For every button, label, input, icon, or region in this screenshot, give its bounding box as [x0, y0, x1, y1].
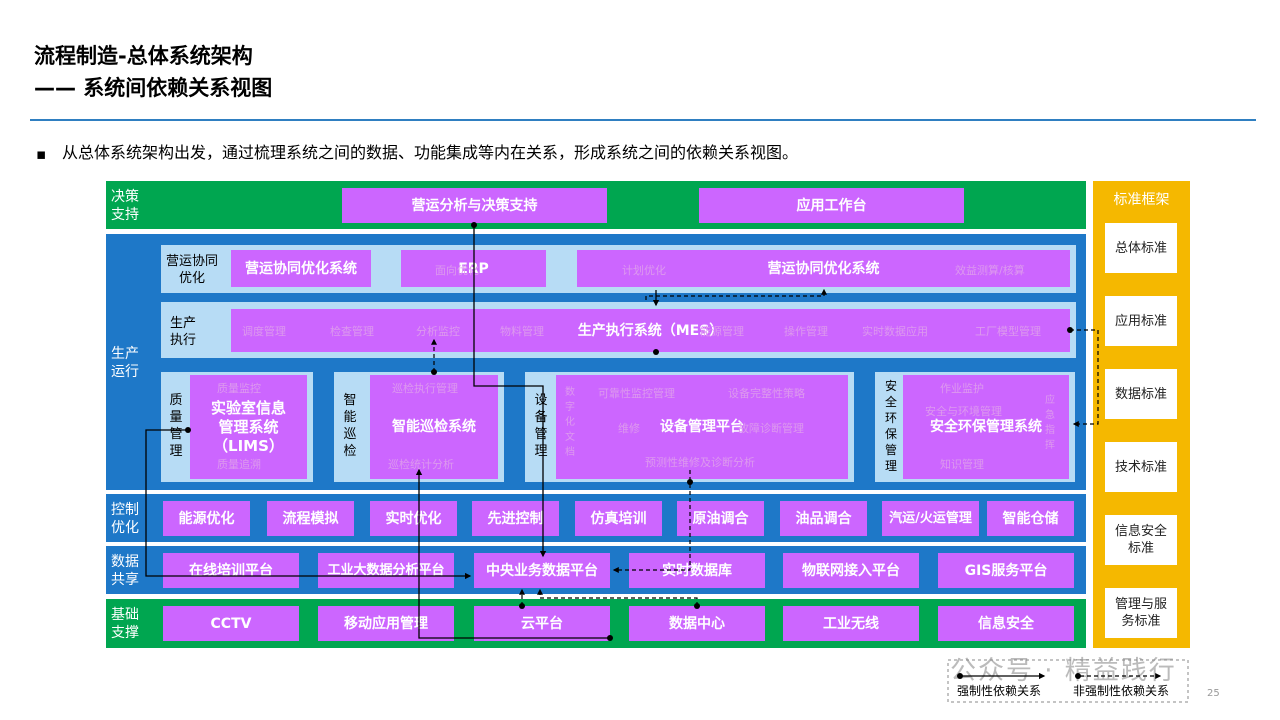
patrol-ghost: 巡检统计分析: [388, 458, 454, 471]
control-box[interactable]: 仿真培训: [575, 501, 662, 536]
exec-ghost: 能源管理: [700, 325, 744, 338]
equipment-label: 设 备 管 理: [534, 393, 548, 459]
safety-ghost: 知识管理: [940, 458, 984, 471]
standard-item[interactable]: 总体标准: [1105, 223, 1177, 273]
decision-box-2[interactable]: 应用工作台: [699, 188, 964, 223]
infra-box[interactable]: 移动应用管理: [318, 606, 454, 641]
decision-box-1[interactable]: 营运分析与决策支持: [342, 188, 607, 223]
control-label: 控制 优化: [111, 502, 139, 536]
safety-box[interactable]: 安全环保管理系统: [903, 375, 1069, 479]
safety-ghost: 作业监护: [940, 382, 984, 395]
safety-label: 安 全 环 保 管 理: [884, 379, 897, 473]
control-box[interactable]: 能源优化: [163, 501, 250, 536]
coop-ghost-right: 效益测算/核算: [955, 264, 1025, 277]
standard-item[interactable]: 信息安全 标准: [1105, 515, 1177, 565]
coop-box-1[interactable]: 营运协同优化系统: [231, 250, 371, 287]
equipment-ghost: 故障诊断管理: [738, 422, 804, 435]
standard-item[interactable]: 应用标准: [1105, 296, 1177, 346]
standard-item[interactable]: 管理与服 务标准: [1105, 588, 1177, 638]
safety-ghost: 安全与环境管理: [925, 405, 1002, 418]
infra-box[interactable]: 云平台: [474, 606, 610, 641]
erp-ghost: 面向优化: [435, 264, 479, 277]
infra-box[interactable]: 数据中心: [629, 606, 765, 641]
infra-box[interactable]: CCTV: [163, 606, 299, 641]
quality-ghost: 质量追溯: [217, 458, 261, 471]
standards-label: 标准框架: [1113, 192, 1170, 208]
datashare-box[interactable]: 实时数据库: [629, 553, 765, 588]
intro-text: 从总体系统架构出发，通过梳理系统之间的数据、功能集成等内在关系，形成系统之间的依…: [62, 143, 799, 162]
datashare-box[interactable]: 中央业务数据平台: [474, 553, 610, 588]
patrol-ghost: 巡检执行管理: [392, 382, 458, 395]
mes-box[interactable]: 生产执行系统（MES）: [231, 309, 1070, 352]
coop-ghost-left: 计划优化: [622, 264, 666, 277]
datashare-box[interactable]: 工业大数据分析平台: [318, 553, 454, 588]
exec-label: 生产 执行: [169, 316, 196, 348]
equipment-ghost: 设备完整性策略: [728, 387, 805, 400]
control-box[interactable]: 流程模拟: [267, 501, 354, 536]
standard-item[interactable]: 技术标准: [1105, 442, 1177, 492]
equipment-ghost: 可靠性监控管理: [598, 387, 675, 400]
control-box[interactable]: 实时优化: [370, 501, 457, 536]
standard-item[interactable]: 数据标准: [1105, 369, 1177, 419]
exec-ghost: 物料管理: [500, 325, 544, 338]
decision-label: 决策 支持: [111, 189, 139, 223]
page-subtitle: —— 系统间依赖关系视图: [34, 76, 273, 100]
bullet-icon: ▪: [36, 145, 47, 163]
control-box[interactable]: 原油调合: [677, 501, 764, 536]
datashare-label: 数据 共享: [111, 554, 139, 588]
equipment-sub: 数 字 化 文 档: [565, 387, 575, 458]
infra-label: 基础 支撑: [111, 607, 139, 641]
page-title: 流程制造-总体系统架构: [34, 44, 253, 68]
infra-box[interactable]: 信息安全: [938, 606, 1074, 641]
control-box[interactable]: 油品调合: [780, 501, 867, 536]
production-label: 生产 运行: [111, 346, 139, 380]
coop-main-box[interactable]: 营运协同优化系统: [577, 250, 1070, 287]
safety-ghost-side: 应 急 指 挥: [1045, 395, 1055, 451]
exec-ghost: 调度管理: [242, 325, 286, 338]
control-box[interactable]: 智能仓储: [987, 501, 1074, 536]
page-number: 25: [1207, 688, 1220, 699]
exec-ghost: 工厂模型管理: [975, 325, 1041, 338]
datashare-box[interactable]: GIS服务平台: [938, 553, 1074, 588]
datashare-box[interactable]: 物联网接入平台: [783, 553, 919, 588]
exec-ghost: 操作管理: [784, 325, 828, 338]
control-box[interactable]: 先进控制: [472, 501, 559, 536]
equipment-box[interactable]: 设备管理平台: [556, 375, 848, 479]
legend-strong-label: 强制性依赖关系: [957, 684, 1042, 698]
equipment-ghost: 维修: [618, 422, 640, 435]
exec-ghost: 实时数据应用: [862, 325, 928, 338]
exec-ghost: 检查管理: [330, 325, 374, 338]
datashare-box[interactable]: 在线培训平台: [163, 553, 299, 588]
infra-box[interactable]: 工业无线: [783, 606, 919, 641]
quality-label: 质 量 管 理: [169, 393, 183, 459]
coop-label: 营运协同 优化: [165, 254, 218, 286]
header-divider: [30, 119, 1256, 121]
quality-ghost: 质量监控: [217, 382, 261, 395]
equipment-ghost: 预测性维修及诊断分析: [645, 456, 755, 469]
legend-weak-label: 非强制性依赖关系: [1073, 684, 1170, 698]
control-box[interactable]: 汽运/火运管理: [882, 501, 979, 536]
patrol-label: 智 能 巡 检: [343, 393, 357, 459]
exec-ghost: 分析监控: [416, 325, 460, 338]
